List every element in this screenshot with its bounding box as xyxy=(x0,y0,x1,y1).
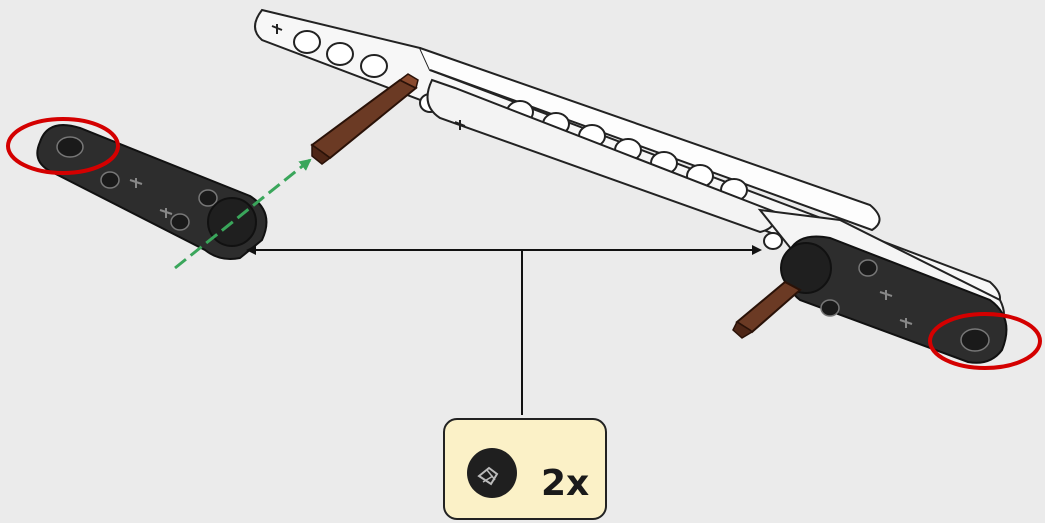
bushing-right xyxy=(780,242,832,294)
bushing-icon xyxy=(467,448,517,498)
left-black-beam xyxy=(36,124,268,260)
highlight-ring-right xyxy=(928,312,1042,370)
pointer-arrows xyxy=(246,245,762,415)
brown-axle-upper xyxy=(310,73,419,165)
quantity-label: 2x xyxy=(541,463,590,504)
insert-direction-arrow xyxy=(174,158,312,270)
highlight-ring-left xyxy=(6,117,120,175)
parts-callout: 2x xyxy=(443,418,607,520)
brown-axle-lower xyxy=(732,280,802,339)
